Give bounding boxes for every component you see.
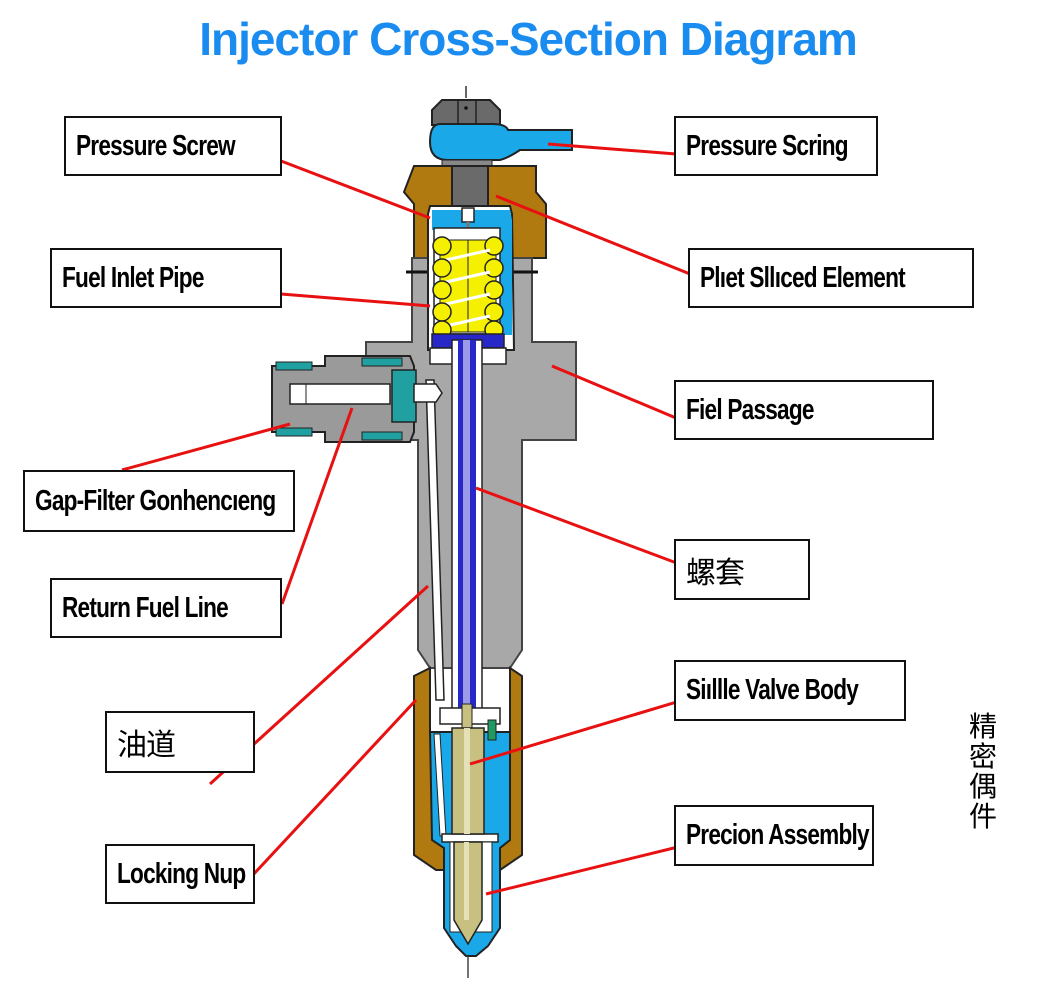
label-return-fuel-line: Return Fuel Line [50,578,282,638]
diagram-title: Injector Cross-Section Diagram [199,13,858,65]
leader-spindle-valve-body [469,696,691,766]
spring-wire [445,270,491,284]
fuel-passage-drilling [425,379,445,701]
leader-fuel-passage [551,364,677,420]
spring-wire [445,248,491,262]
leader-locking-nut [250,698,418,878]
hex-cap [431,99,501,126]
leader-sleeve [475,486,691,570]
side-note-char: 精 [968,710,997,743]
label-sleeve: 螺套 [674,539,810,600]
label-pressure-screw: Pressure Screw [64,116,282,176]
spring-wire [445,314,491,328]
leader-pressure-spring [547,142,677,156]
side-note-char: 件 [968,800,997,833]
spring-coil [432,302,452,322]
needle-valve [451,703,485,946]
label-locking-nut: Locking Nup [105,844,255,904]
label-precision-assembly: Precion Assembly [674,805,874,866]
leader-gap-filter [121,422,291,472]
leader-fuel-inlet-pipe [255,290,431,308]
side-note-char: 偶 [968,770,997,803]
label-pilot-sliced-element: Plıet Sllıced Element [688,248,974,308]
side-note-char: 密 [968,740,997,773]
label-pressure-spring: Pressure Scring [674,116,878,176]
spring-wire [445,292,491,306]
push-rod [451,339,483,711]
label-oil-passage: 油道 [105,711,255,773]
spring-coil [432,258,452,278]
spring-coil [484,258,504,278]
spring-coil [484,302,504,322]
banjo-fitting [428,123,573,167]
side-note-precision-parts: 精 密 偶 件 [963,712,1003,832]
spring-coil [432,280,452,300]
spring-coil [484,236,504,256]
leader-return-fuel-line [280,407,354,605]
leader-precision-assembly [485,844,683,896]
leader-pressure-screw [267,154,431,220]
spring-coil [484,280,504,300]
label-spindle-valve-body: Siıllle Valve Body [674,660,906,721]
spring-coil [432,236,452,256]
leader-pilot-sliced-element [495,194,701,280]
label-fuel-inlet-pipe: Fuel Inlet Pipe [50,248,282,308]
label-fuel-passage: Fiel Passage [674,380,934,440]
label-gap-filter: Gap-Filter Gonhencıeng [23,470,295,532]
inlet-fitting [271,355,443,443]
